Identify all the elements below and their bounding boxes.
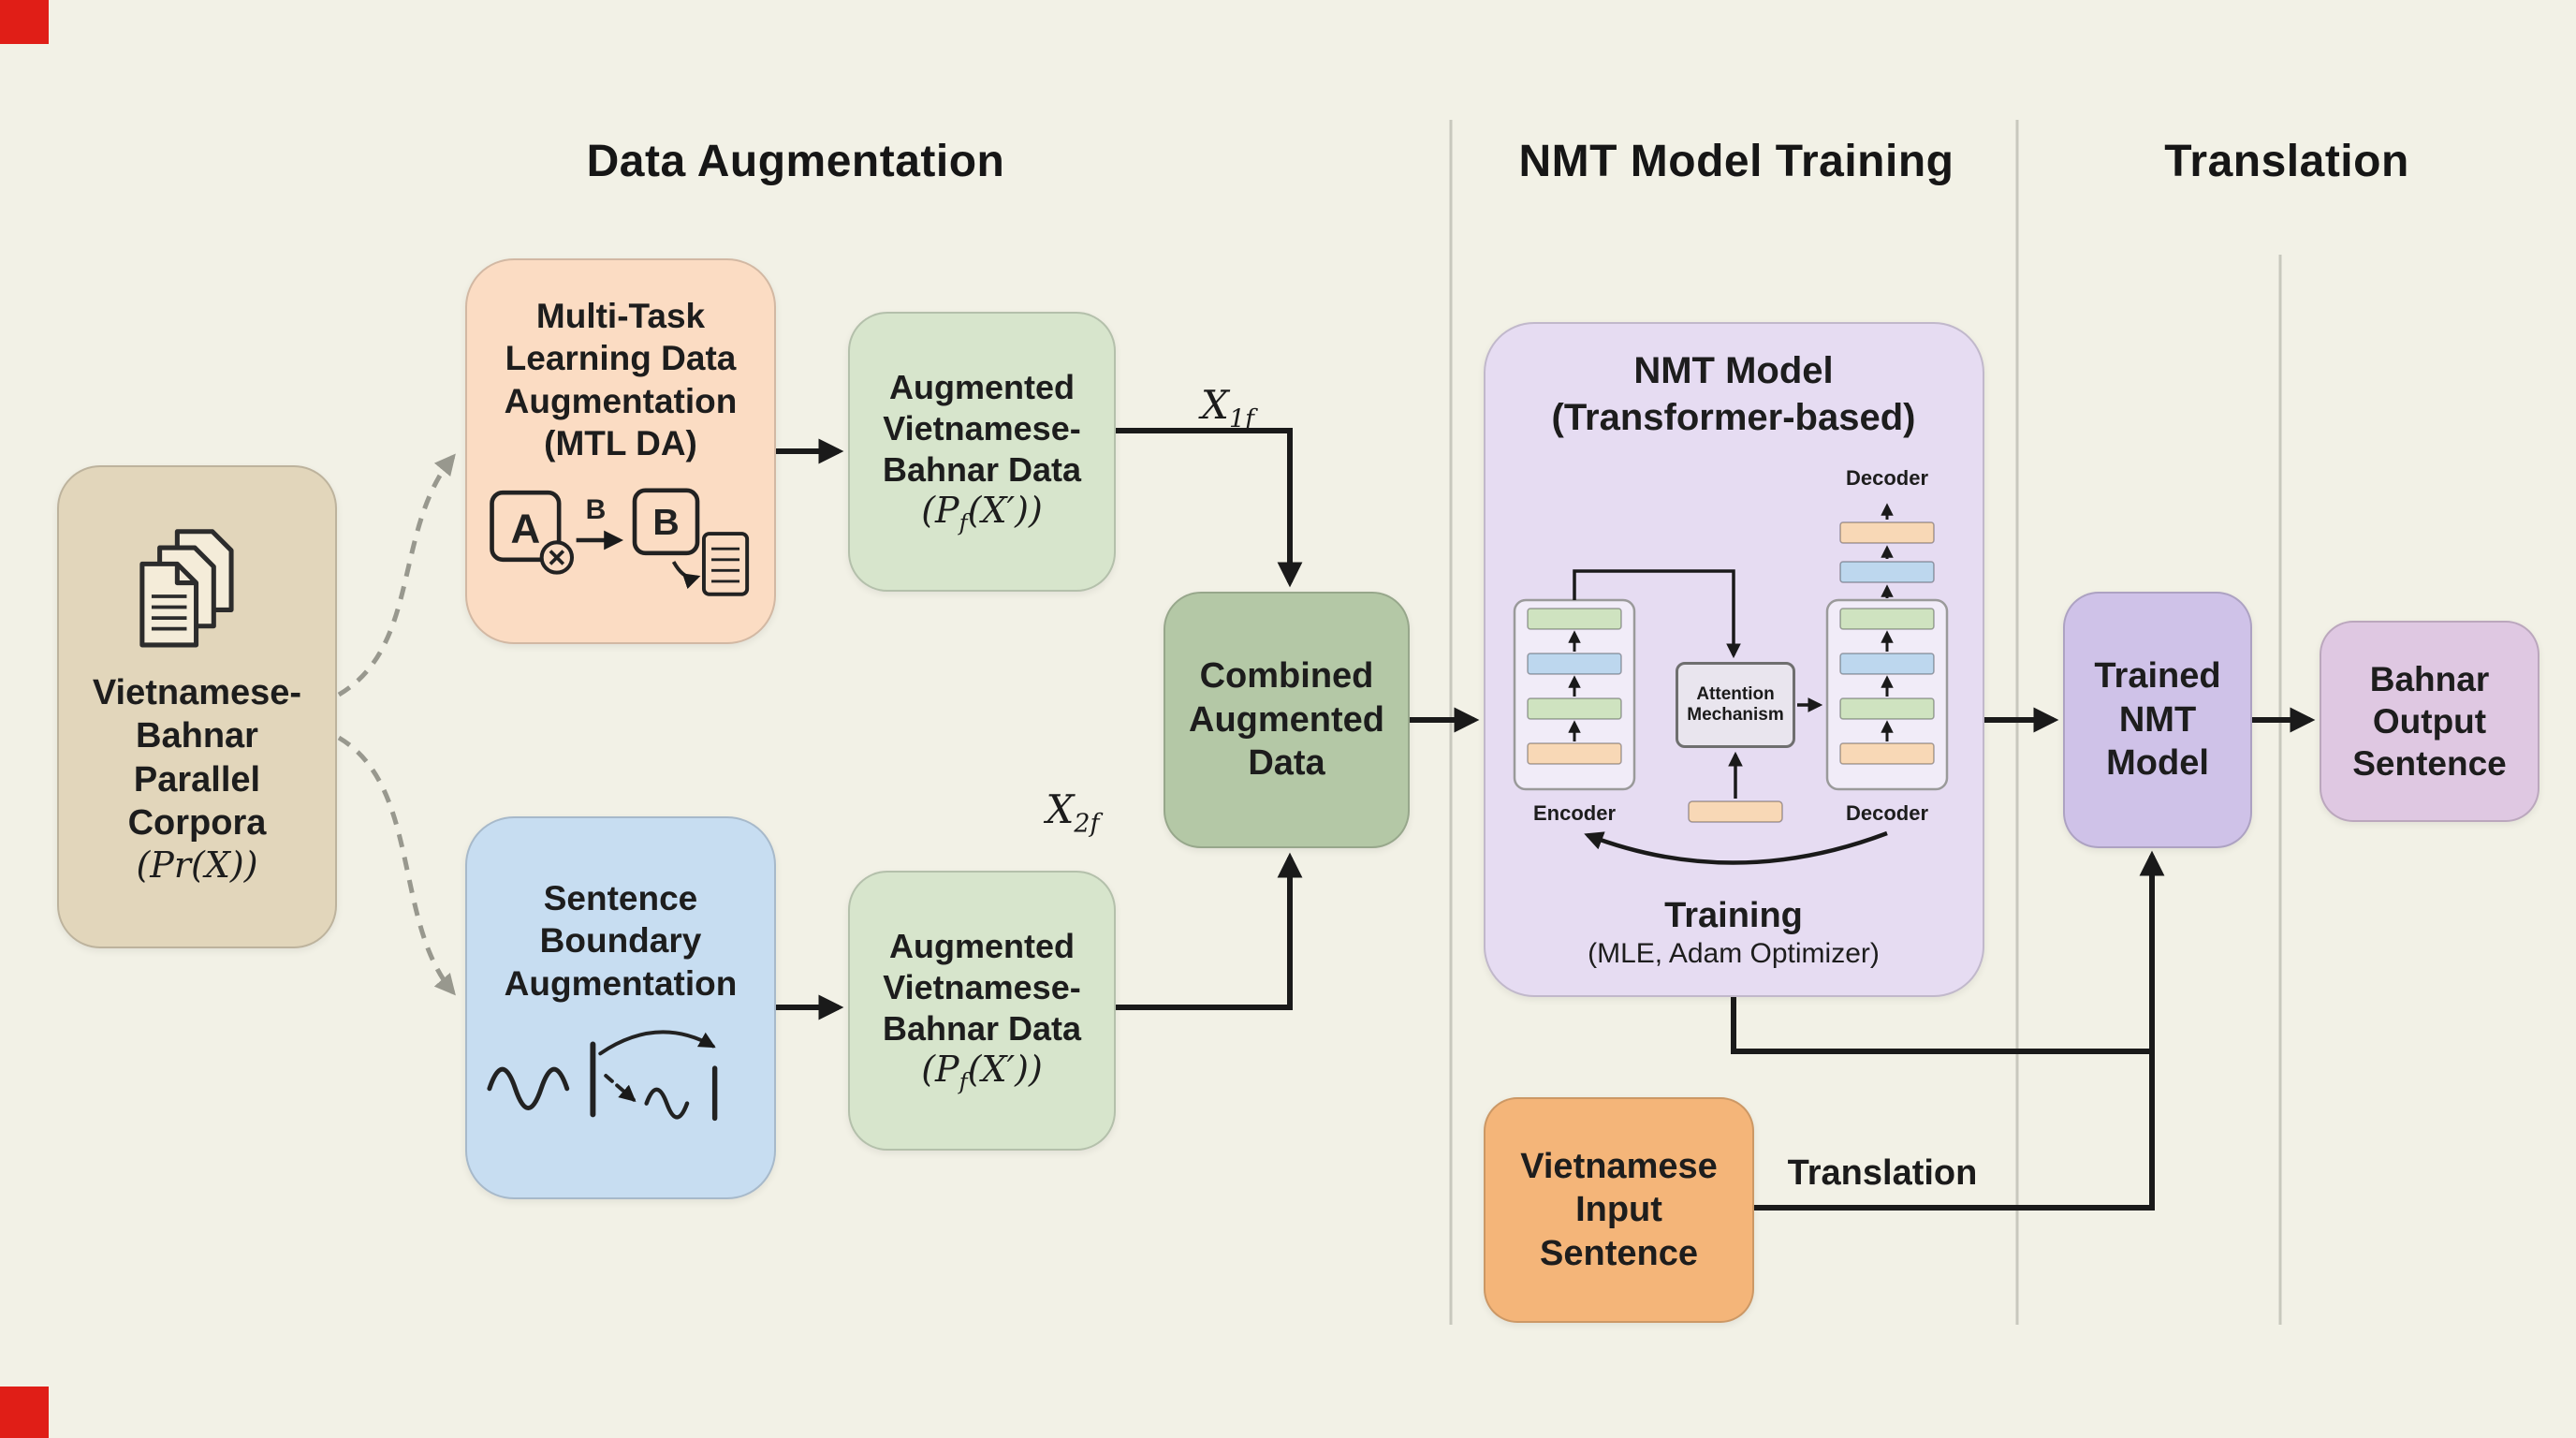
augmented-data-math: (Pf(X′)) bbox=[921, 1049, 1043, 1096]
input-sentence-node: Vietnamese Input Sentence bbox=[1484, 1097, 1754, 1323]
dashed-branch-arrows bbox=[337, 453, 456, 996]
output-sentence-node: Bahnar Output Sentence bbox=[2320, 621, 2539, 822]
trained-model-node: Trained NMT Model bbox=[2063, 592, 2252, 848]
sentence-boundary-node: Sentence Boundary Augmentation bbox=[465, 816, 776, 1199]
section-header-nmt-training: NMT Model Training bbox=[1518, 137, 1954, 186]
stacked-documents-icon bbox=[122, 526, 273, 671]
combined-data-node: Combined Augmented Data bbox=[1164, 592, 1410, 848]
training-title: Training bbox=[1664, 896, 1803, 935]
sentence-boundary-title: Sentence Boundary Augmentation bbox=[504, 879, 738, 1003]
augmented-data-node-bottom: Augmented Vietnamese-Bahnar Data (Pf(X′)… bbox=[848, 871, 1116, 1151]
waveform-split-icon bbox=[482, 1020, 759, 1138]
nmt-title-line1: NMT Model bbox=[1633, 350, 1834, 391]
mtl-da-node: Multi-Task Learning Data Augmentation (M… bbox=[465, 258, 776, 644]
training-detail: (MLE, Adam Optimizer) bbox=[1588, 938, 1880, 969]
nmt-title-line2: (Transformer-based) bbox=[1551, 397, 1916, 438]
mtl-da-icon: A B B bbox=[485, 477, 756, 608]
red-mark-bottom bbox=[0, 1387, 49, 1438]
translation-arrow-label: Translation bbox=[1787, 1153, 1978, 1193]
augmented-data-title: Augmented Vietnamese-Bahnar Data bbox=[882, 926, 1082, 1048]
mtl-da-title: Multi-Task Learning Data Augmentation (M… bbox=[504, 297, 738, 462]
augmented-data-node-top: Augmented Vietnamese-Bahnar Data (Pf(X′)… bbox=[848, 312, 1116, 592]
input-sentence-title: Vietnamese Input Sentence bbox=[1520, 1146, 1718, 1273]
section-header-data-augmentation: Data Augmentation bbox=[586, 137, 1005, 186]
augmented-data-title: Augmented Vietnamese-Bahnar Data bbox=[882, 367, 1082, 489]
encoder-label: Encoder bbox=[1532, 801, 1617, 825]
decoder-top-label: Decoder bbox=[1845, 466, 1929, 490]
augmented-data-math: (Pf(X′)) bbox=[921, 490, 1043, 537]
svg-text:B: B bbox=[652, 502, 679, 543]
attention-mechanism-box: Attention Mechanism bbox=[1676, 662, 1795, 748]
corpora-title: Vietnamese-Bahnar Parallel Corpora bbox=[92, 672, 302, 844]
trained-model-title: Trained NMT Model bbox=[2094, 656, 2221, 784]
corpora-node: Vietnamese-Bahnar Parallel Corpora (Pr(X… bbox=[57, 465, 337, 948]
svg-text:B: B bbox=[586, 494, 607, 525]
x1f-label: X1f bbox=[1201, 382, 1254, 434]
x2f-label: X2f bbox=[1046, 786, 1100, 839]
corpora-math: (Pr(X)) bbox=[136, 844, 258, 887]
output-sentence-title: Bahnar Output Sentence bbox=[2352, 659, 2507, 784]
svg-text:A: A bbox=[511, 506, 541, 551]
red-mark-top bbox=[0, 0, 49, 44]
decoder-label: Decoder bbox=[1845, 801, 1929, 825]
combined-data-title: Combined Augmented Data bbox=[1189, 656, 1384, 784]
section-header-translation: Translation bbox=[2164, 137, 2409, 186]
